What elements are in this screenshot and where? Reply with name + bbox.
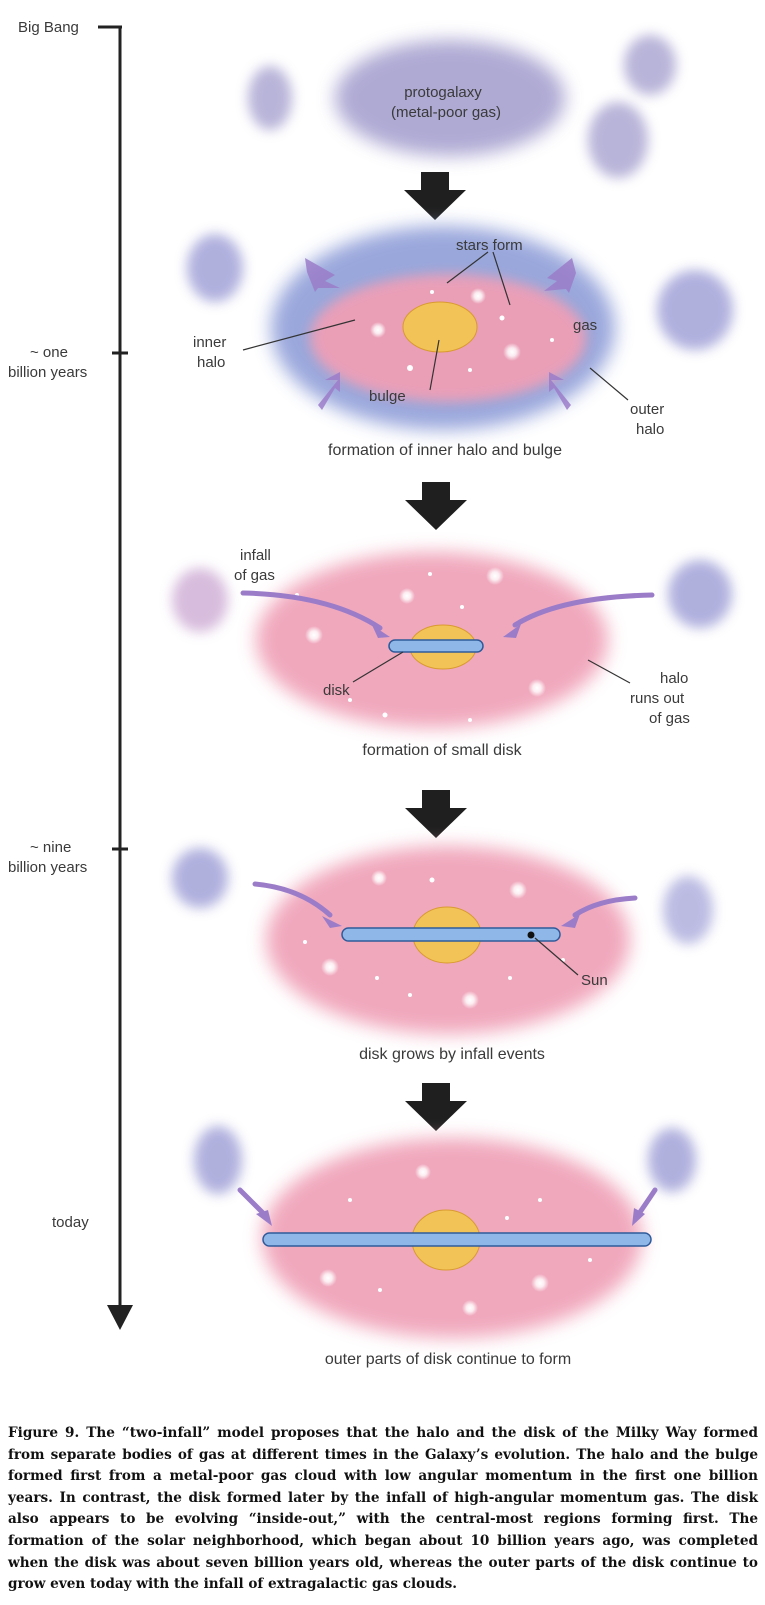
today-label: today: [52, 1214, 89, 1231]
gas-cloud: [187, 234, 243, 302]
halo-runs-out-line2: runs out: [630, 690, 685, 707]
big-bang-label: Big Bang: [18, 19, 79, 36]
star-cluster: [303, 870, 565, 1009]
infall-arrows: [252, 881, 638, 918]
arrow-head: [632, 1208, 645, 1226]
inner-halo-label-line1: inner: [193, 334, 226, 351]
arrow-head: [372, 625, 390, 638]
halo-runs-out-line3: of gas: [649, 710, 690, 727]
down-arrow: [405, 482, 467, 530]
gas-cloud: [588, 102, 648, 178]
stage-inner-halo: stars form inner halo gas bulge outer ha…: [187, 226, 733, 459]
gas-cloud: [248, 66, 292, 130]
infall-label-line2: of gas: [234, 567, 275, 584]
gas-label: gas: [573, 317, 597, 334]
disk-label: disk: [323, 682, 350, 699]
bulge-shape: [402, 301, 478, 353]
star-cluster: [319, 1164, 592, 1316]
gas-cloud: [663, 876, 713, 944]
gas-cloud: [657, 270, 733, 350]
timeline: Big Bang ~ one billion years ~ nine bill…: [8, 19, 133, 1330]
gas-cloud: [194, 1126, 242, 1194]
down-arrow: [405, 790, 467, 838]
protogalaxy-cloud: [335, 40, 565, 156]
stars-form-label: stars form: [456, 237, 523, 254]
arrow-head: [322, 916, 342, 928]
halo-runs-out-line1: halo: [660, 670, 688, 687]
leader-lines: [242, 251, 629, 401]
nine-billion-label-line1: ~ nine: [30, 839, 71, 856]
nine-billion-label-line2: billion years: [8, 859, 87, 876]
outer-halo-label-line1: outer: [630, 401, 664, 418]
disk-shape: [262, 1232, 652, 1247]
outer-halo-label-line2: halo: [636, 421, 664, 438]
one-billion-label-line1: ~ one: [30, 344, 68, 361]
stage-disk-grows: Sun disk grows by infall events: [172, 846, 713, 1063]
star-cluster: [295, 567, 546, 722]
gas-cloud: [648, 1128, 696, 1192]
down-arrow: [405, 1083, 467, 1131]
leader-lines: [352, 651, 631, 684]
down-arrow: [404, 172, 466, 220]
arrow-head: [503, 624, 521, 638]
stage-protogalaxy: protogalaxy (metal-poor gas): [248, 35, 676, 178]
gas-cloud: [668, 560, 732, 628]
leader-line: [534, 937, 579, 976]
inner-halo-label-line2: halo: [197, 354, 225, 371]
gas-cloud: [624, 35, 676, 95]
infall-label-line1: infall: [240, 547, 271, 564]
disk-shape: [341, 927, 561, 942]
sun-dot: [527, 931, 535, 939]
protogalaxy-label: protogalaxy: [404, 84, 482, 101]
gas-cloud: [172, 568, 228, 632]
one-billion-label-line2: billion years: [8, 364, 87, 381]
two-infall-diagram: Big Bang ~ one billion years ~ nine bill…: [8, 19, 733, 1368]
figure-caption: Figure 9. The “two-infall” model propose…: [8, 1425, 758, 1593]
stage2-caption: formation of inner halo and bulge: [328, 442, 562, 459]
arrow-head: [561, 914, 580, 928]
star-cluster: [370, 288, 554, 372]
stage-small-disk: infall of gas disk halo runs out of gas …: [172, 547, 732, 759]
arrow-head: [256, 1210, 272, 1226]
small-disk-shape: [388, 639, 484, 653]
gas-cloud: [172, 848, 228, 908]
stage3-caption: formation of small disk: [362, 742, 522, 759]
protogalaxy-sublabel: (metal-poor gas): [391, 104, 501, 121]
stage4-caption: disk grows by infall events: [359, 1046, 545, 1063]
sun-label: Sun: [581, 972, 608, 989]
infall-arrows: [305, 258, 576, 410]
stage5-caption: outer parts of disk continue to form: [325, 1351, 571, 1368]
bulge-label: bulge: [369, 388, 406, 405]
stage-outer-disk: outer parts of disk continue to form: [194, 1126, 696, 1368]
infall-arrows: [240, 590, 655, 631]
